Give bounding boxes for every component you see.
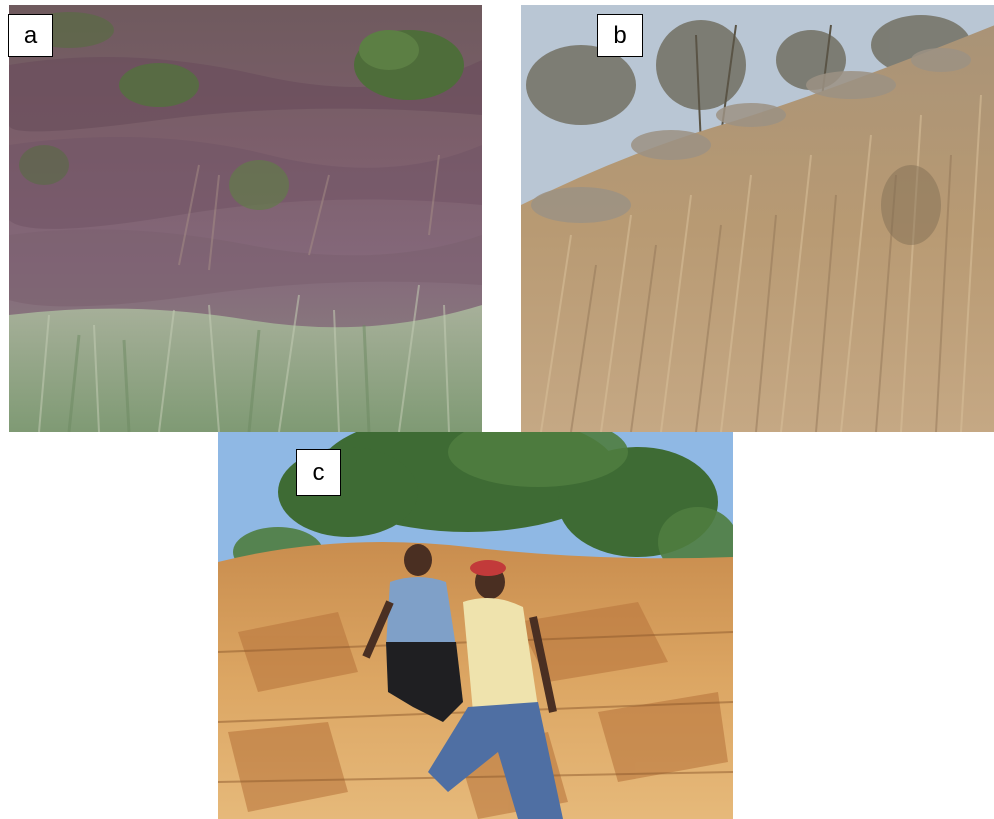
photo-panel-c: [218, 432, 733, 819]
outcrop-photo-b: [521, 5, 994, 432]
panel-label-a: a: [8, 14, 53, 57]
panel-label-b: b: [597, 14, 643, 57]
outcrop-photo-a: [9, 5, 482, 432]
panel-label-c: c: [296, 449, 341, 496]
photo-panel-b: [521, 5, 994, 432]
outcrop-photo-c: [218, 432, 733, 819]
photo-panel-a: [9, 5, 482, 432]
person-crouching: [362, 544, 463, 722]
person-red-cap: [428, 560, 563, 819]
